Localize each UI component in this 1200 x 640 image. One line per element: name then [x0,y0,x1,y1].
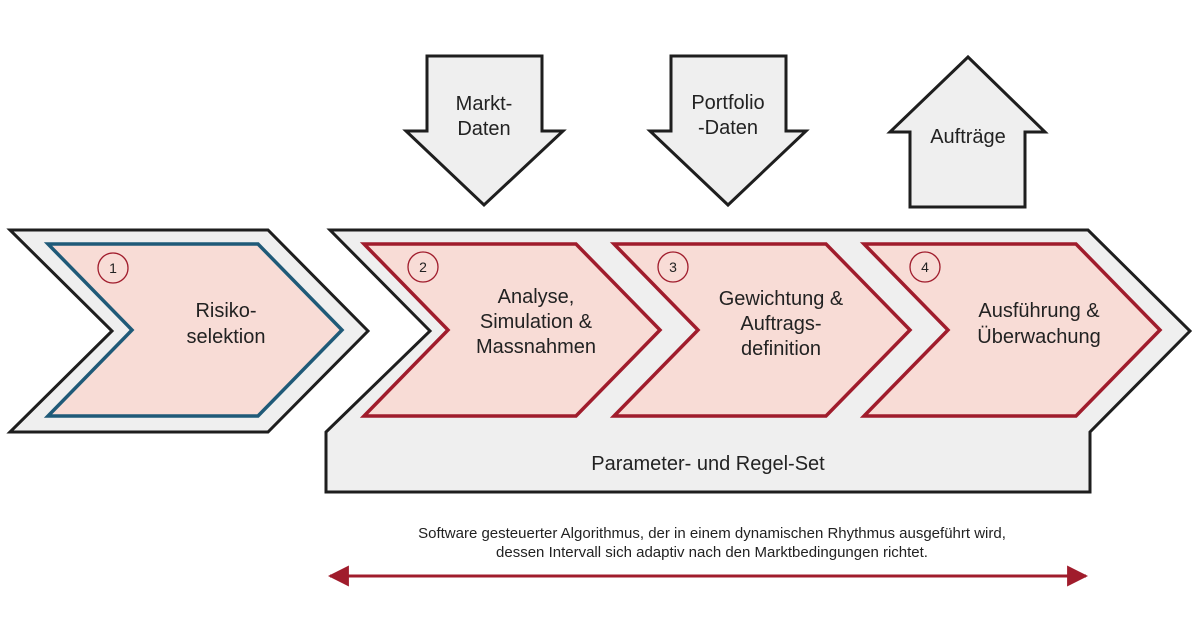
markt-daten-label-line1: Markt- [456,93,513,115]
step-2-number-circle [407,251,439,283]
footnote-line2: dessen Intervall sich adaptiv nach den M… [496,544,928,561]
step-3-number: 3 [669,259,677,275]
step-1-label-line1: Risiko- [195,300,256,322]
portfolio-daten-label-line1: Portfolio [691,92,764,114]
parameter-set-label: Parameter- und Regel-Set [591,453,825,475]
step-3-label-line3: definition [741,338,821,360]
step-3-number-circle [657,251,689,283]
step-4-label-line2: Überwachung [977,326,1100,348]
markt-daten-label-line2: Daten [457,118,510,140]
input-arrow-portfolio-daten [646,54,810,208]
step-1-number: 1 [109,260,117,276]
step-4-chevron [859,242,1163,418]
step-1-chevron [43,242,345,418]
step-3-label-line1: Gewichtung & [719,288,844,310]
step-1-label-line2: selektion [187,326,266,348]
step-4-label-line1: Ausführung & [978,300,1100,322]
output-arrow-auftraege [886,54,1049,209]
step-2-label-line1: Analyse, [498,286,575,308]
step-1-number-circle [97,252,129,284]
step-2-label-line3: Massnahmen [476,336,596,358]
step-4-number-circle [909,251,941,283]
step-2-number: 2 [419,259,427,275]
footnote-line1: Software gesteuerter Algorithmus, der in… [418,525,1006,542]
auftraege-label: Aufträge [930,126,1006,148]
step-2-chevron [359,242,663,418]
step-4-number: 4 [921,259,929,275]
step-3-label-line2: Auftrags- [740,313,821,335]
step-3-chevron [609,242,913,418]
portfolio-daten-label-line2: -Daten [698,117,758,139]
input-arrow-markt-daten [402,54,567,208]
step-2-label-line2: Simulation & [480,311,593,333]
